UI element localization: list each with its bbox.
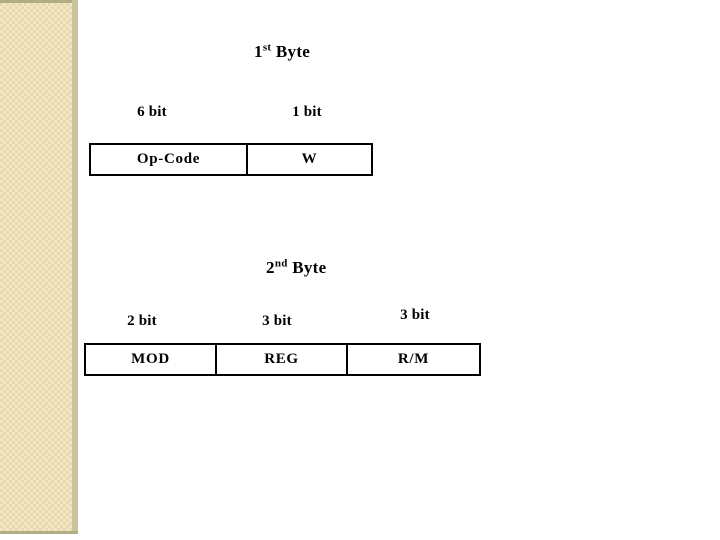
sidebar-top-rule [0, 0, 78, 3]
byte2-title-number: 2 [266, 258, 275, 277]
byte2-title: 2nd Byte [266, 258, 326, 278]
sidebar-edge-stripe [72, 0, 78, 534]
byte2-cell-mod: MOD [131, 351, 170, 367]
byte1-title: 1st Byte [254, 42, 310, 62]
decorative-sidebar [0, 0, 78, 534]
byte2-cell-rm: R/M [346, 345, 479, 374]
byte1-field-table: Op-Code W [89, 143, 373, 176]
sidebar-bottom-rule [0, 531, 78, 534]
byte2-mod-bit-label: 2 bit [127, 313, 157, 329]
byte2-field-table: MOD REG R/M [84, 343, 481, 376]
byte1-title-number: 1 [254, 42, 263, 61]
byte2-rm-bit-label: 3 bit [400, 307, 430, 323]
byte2-cell-reg: REG [215, 345, 346, 374]
byte2-reg-bit-label: 3 bit [262, 313, 292, 329]
byte2-title-word: Byte [287, 258, 327, 277]
byte1-cell-opcode: Op-Code [136, 151, 201, 167]
byte1-cell-w: W [246, 145, 371, 174]
byte1-title-word: Byte [271, 42, 311, 61]
byte1-w-bit-label: 1 bit [292, 104, 322, 120]
byte1-title-ordinal-suffix: st [262, 41, 272, 54]
byte2-title-ordinal-suffix: nd [274, 257, 288, 270]
byte1-opcode-bit-label: 6 bit [137, 104, 167, 120]
